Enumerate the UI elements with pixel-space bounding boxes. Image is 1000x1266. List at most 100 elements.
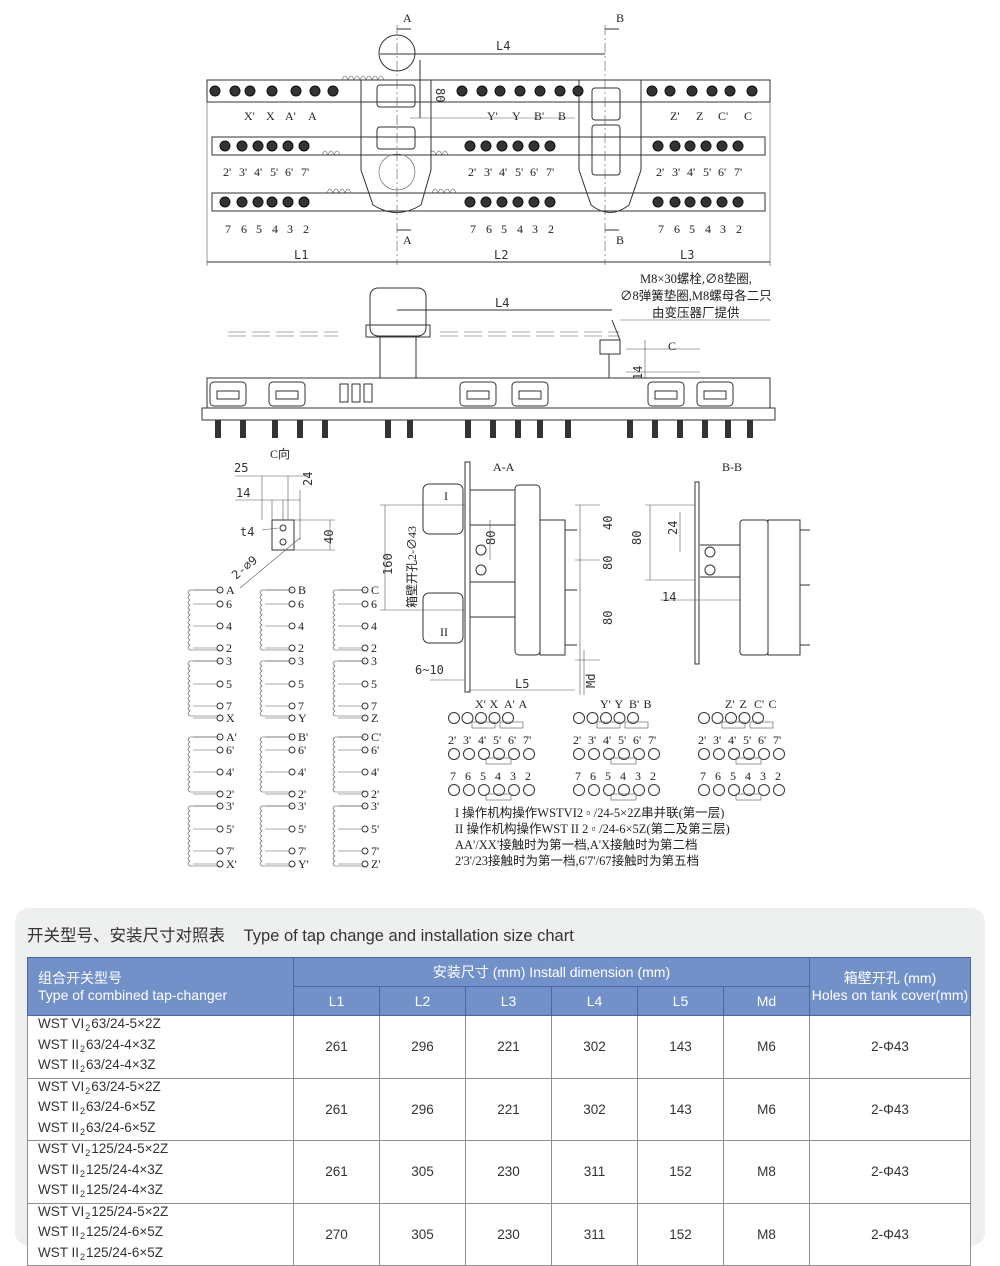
model-spec: 63/24-4×3Z <box>86 1036 156 1052</box>
contact-stud <box>700 196 712 208</box>
c-view-dim-14: 14 <box>236 486 250 500</box>
tap-label: 3 <box>510 769 516 783</box>
contact-circle <box>773 784 785 796</box>
tap-terminal <box>361 622 369 630</box>
value-cell-l2: 296 <box>379 1015 466 1079</box>
terminal-label: 2 <box>303 222 309 236</box>
tap-label: 2' <box>448 733 456 747</box>
bridge <box>610 757 637 765</box>
contact-slot <box>275 390 299 400</box>
terminal-label: 3' <box>484 165 492 179</box>
contact-stud <box>266 140 278 152</box>
terminal-label: X' <box>244 109 255 123</box>
tap-terminal <box>361 586 369 594</box>
terminal-label: 2' <box>468 165 476 179</box>
winding-tap-label: 4 <box>371 619 377 633</box>
contact-stud <box>669 140 681 152</box>
contact-block <box>209 381 247 407</box>
contact-stud <box>236 196 248 208</box>
tap-label: 5' <box>743 733 751 747</box>
dim-80-top: 80 <box>433 88 447 102</box>
tap-label: 2 <box>525 769 531 783</box>
model-s: WST II <box>38 1224 80 1239</box>
phase-label: C' <box>754 697 764 711</box>
contact-slot <box>518 390 542 400</box>
contact-circle <box>463 784 475 796</box>
terminal-label: 6 <box>241 222 247 236</box>
model-line: WST II263/24-4×3Z <box>38 1057 293 1078</box>
contact-circle <box>508 784 520 796</box>
winding-tap-label: X' <box>226 857 237 871</box>
tap-label: 4' <box>603 733 611 747</box>
contact-circle <box>752 712 764 724</box>
dim-80-bb: 80 <box>630 531 644 545</box>
contact-stud <box>244 85 256 97</box>
contact-stud <box>732 140 744 152</box>
winding-coil <box>259 660 292 717</box>
model-s: WST VI <box>38 1078 85 1094</box>
model-sub: 2 <box>80 1064 86 1074</box>
contact-stud <box>528 196 540 208</box>
tap-terminal <box>361 702 369 710</box>
winding-tap-label: 3' <box>371 799 379 813</box>
model-sub: 2 <box>80 1231 86 1241</box>
value-cell-l1: 261 <box>293 1077 380 1141</box>
section-a-a: A-A I II 160 箱壁开孔2-∅43 40 80 80 80 Md L5… <box>380 460 615 695</box>
contact-circle <box>725 712 737 724</box>
contact-stud <box>476 85 488 97</box>
winding-tap-label: Y <box>298 711 307 725</box>
contact-circle <box>618 784 630 796</box>
model-line: WST VI2125/24-5×2Z <box>38 1204 293 1225</box>
winding-tap-label: 5' <box>371 822 379 836</box>
winding-tap-label: 7' <box>226 844 234 858</box>
tap-label: 7 <box>700 769 706 783</box>
winding-tap-label: 7 <box>226 699 232 713</box>
contact-stud <box>464 140 476 152</box>
winding-coil <box>259 736 292 793</box>
contact-circle <box>448 784 460 796</box>
terminal-label: 7' <box>301 165 309 179</box>
terminal-label: 5' <box>703 165 711 179</box>
bolt-note-line-2: ∅8弹簧垫圈,M8螺母各二只 <box>620 288 772 303</box>
tap-terminal <box>288 790 296 798</box>
terminal-label: 4' <box>687 165 695 179</box>
tap-terminal <box>361 860 369 868</box>
terminal-label: Z' <box>670 109 680 123</box>
header-col-l1: L1 <box>293 986 380 1016</box>
terminal-label: 6' <box>530 165 538 179</box>
terminal-label: 7 <box>658 222 664 236</box>
model-spec: 125/24-6×5Z <box>86 1244 163 1260</box>
model-line: WST II263/24-4×3Z <box>38 1037 293 1058</box>
contact-circle <box>713 784 725 796</box>
contact-circle <box>448 712 460 724</box>
contact-block <box>511 381 549 407</box>
tap-label: 6' <box>508 733 516 747</box>
contact-stud <box>219 140 231 152</box>
model-spec: 125/24-6×5Z <box>86 1224 163 1239</box>
terminal-label: B' <box>534 109 544 123</box>
contact-stud <box>480 140 492 152</box>
gear-tooth <box>363 383 373 403</box>
contact-stud <box>252 196 264 208</box>
note-line: I 操作机构操作WSTVI2 ▫ /24-5×2Z串并联(第一层) <box>455 805 724 820</box>
contact-stud <box>544 140 556 152</box>
header-col-l2: L2 <box>379 986 466 1016</box>
section-mark-a-top: A <box>403 11 412 25</box>
contact-stud <box>572 85 584 97</box>
contact-stud <box>496 196 508 208</box>
dim-6-10: 6~10 <box>415 663 444 677</box>
tap-label: 3 <box>635 769 641 783</box>
contact-circle <box>743 748 755 760</box>
contact-circle <box>603 748 615 760</box>
winding-tap-label: 6' <box>371 743 379 757</box>
terminal-label: 4' <box>254 165 262 179</box>
phase-label: B' <box>629 697 639 711</box>
dim-l4-side: L4 <box>495 296 509 310</box>
tap-label: 3 <box>760 769 766 783</box>
winding-tap-label: C' <box>371 730 381 744</box>
bolt-note-line-3: 由变压器厂提供 <box>652 305 740 320</box>
tap-label: 7' <box>523 733 531 747</box>
contact-circle <box>573 784 585 796</box>
terminal-label: A' <box>285 109 296 123</box>
tap-terminal <box>216 825 224 833</box>
